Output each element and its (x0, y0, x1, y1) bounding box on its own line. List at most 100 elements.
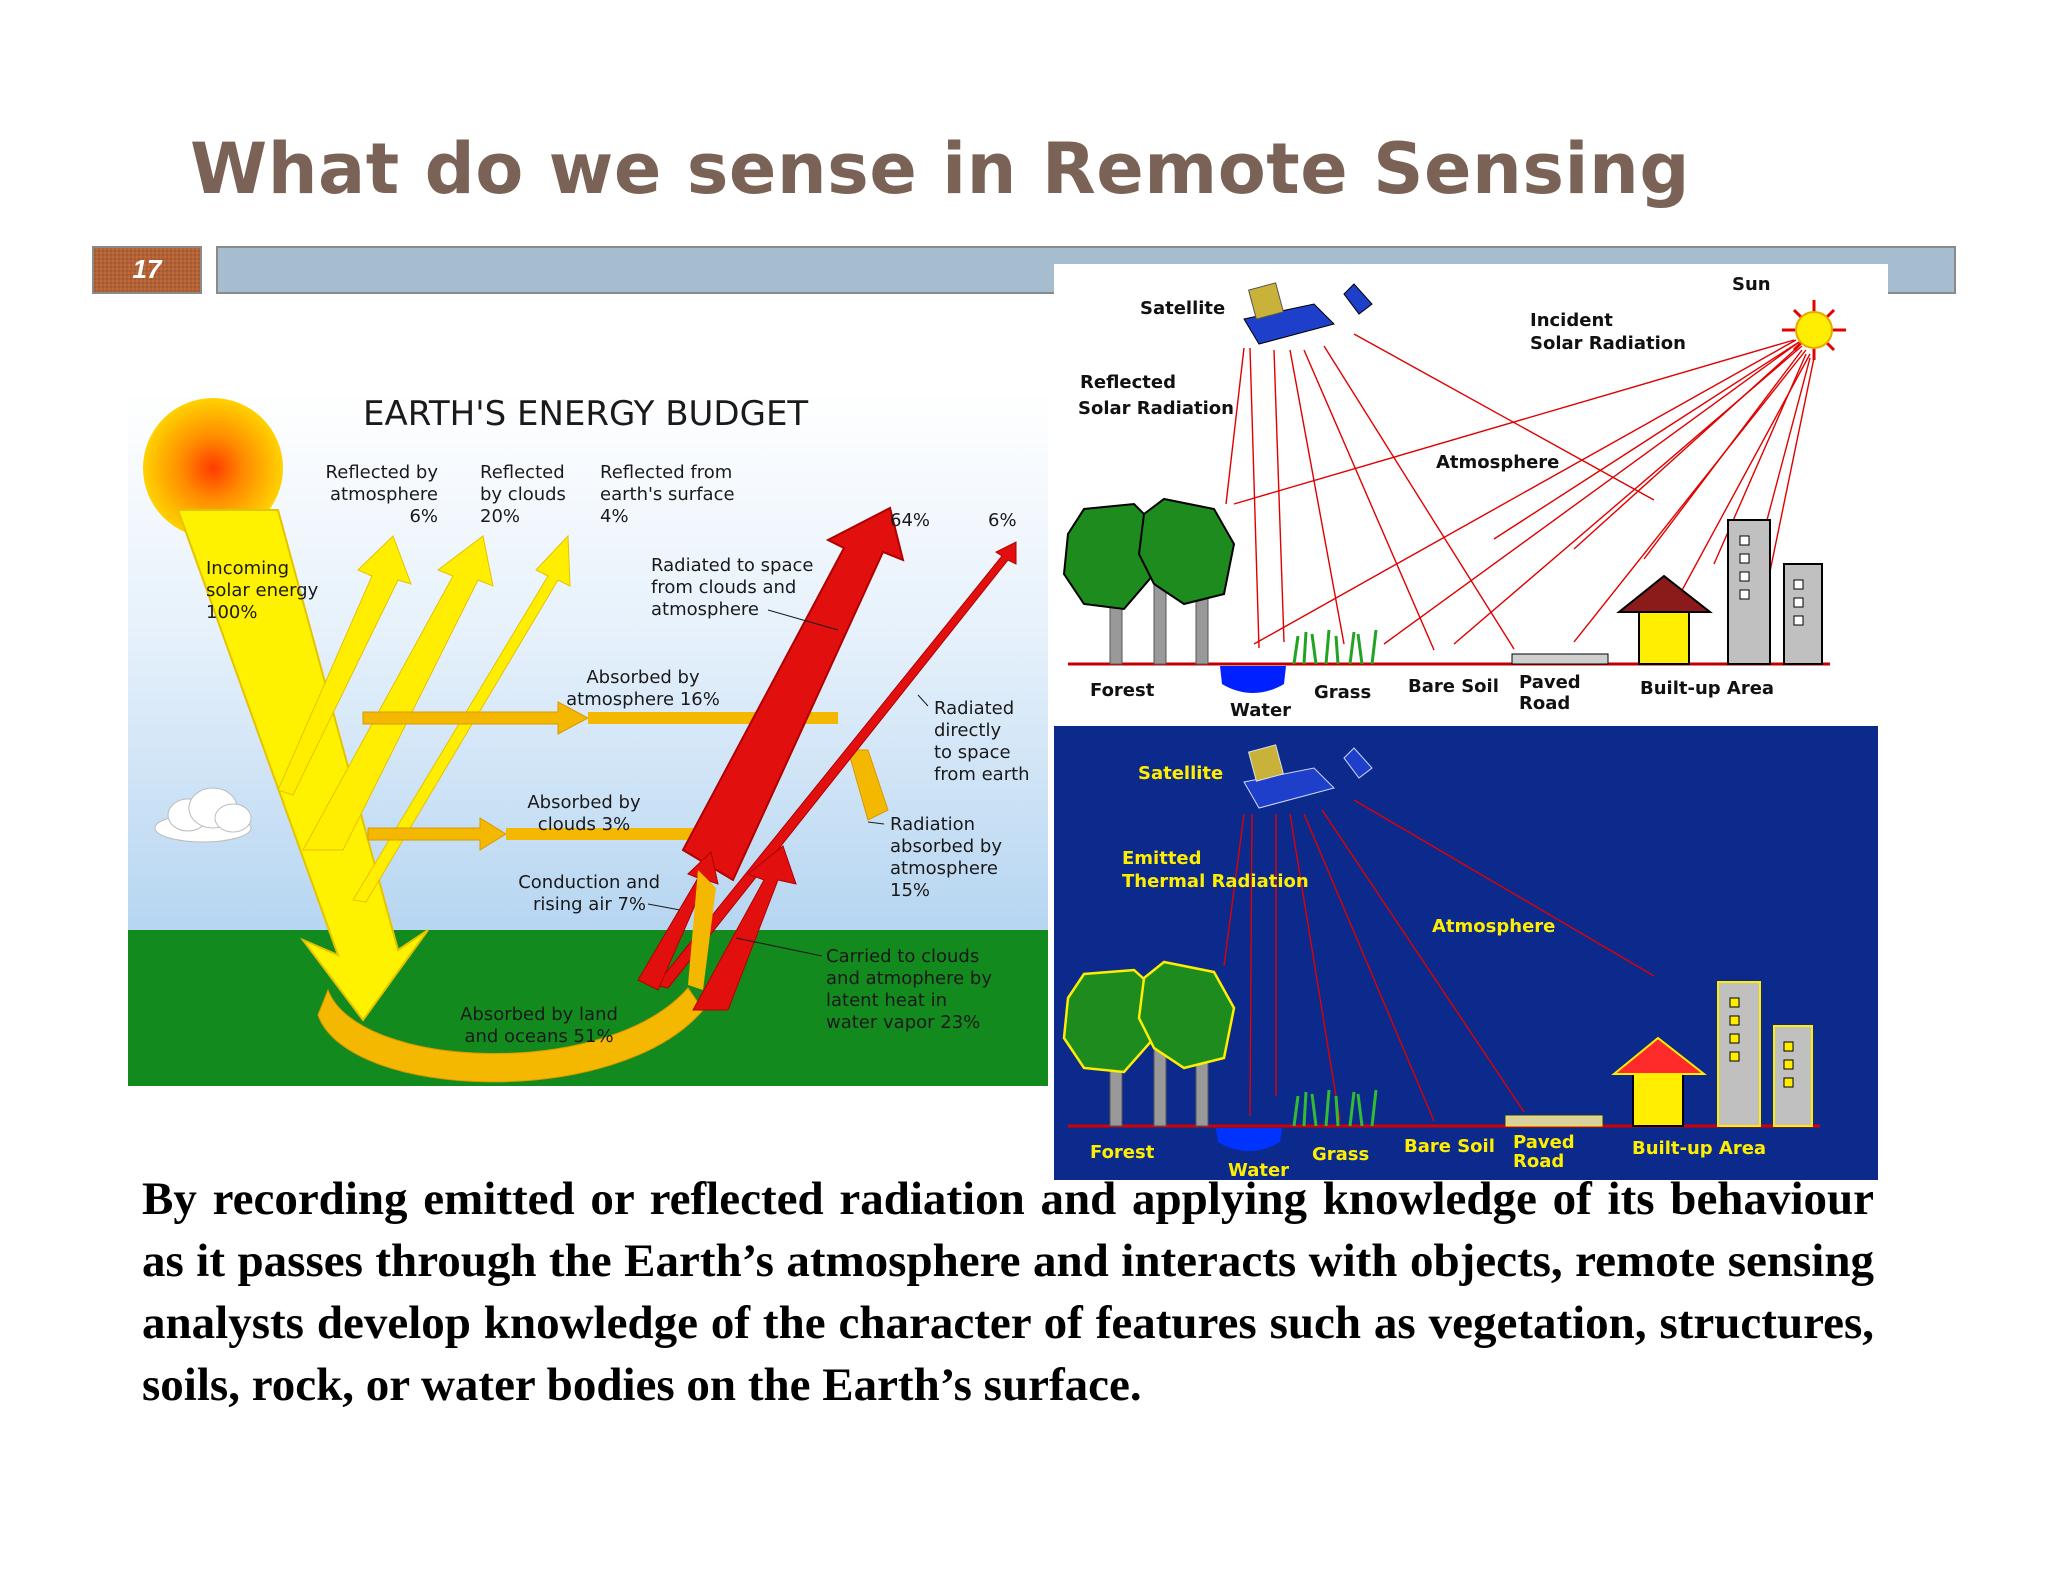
svg-text:100%: 100% (206, 602, 257, 623)
incoming-label: Incoming solar energy 100% (206, 558, 319, 623)
satellite-label: Satellite (1140, 298, 1225, 319)
house-icon (1611, 1036, 1707, 1127)
svg-text:Carried to clouds: Carried to clouds (826, 946, 979, 967)
sun-icon (143, 398, 283, 538)
svg-text:from clouds and: from clouds and (651, 577, 796, 598)
paved-road-label-2: Road (1519, 693, 1570, 714)
forest-icon (1062, 960, 1236, 1127)
reflected-rays (1225, 333, 1655, 651)
slide-number-badge: 17 (92, 246, 202, 294)
atmosphere-label: Atmosphere (1436, 452, 1559, 473)
bare-soil-label: Bare Soil (1408, 676, 1499, 697)
svg-text:rising air 7%: rising air 7% (533, 894, 646, 915)
pct-64-label: 64% (890, 510, 930, 531)
water-icon (1216, 1128, 1282, 1151)
cloud-icon (154, 787, 252, 843)
sun-label: Sun (1732, 274, 1771, 295)
bare-soil-label: Bare Soil (1404, 1136, 1495, 1157)
absorbed-clouds-arrow (367, 817, 507, 851)
reflected-radiation-diagram: Satellite Sun Incident Solar Radiation R… (1054, 264, 1888, 722)
energy-budget-title: EARTH'S ENERGY BUDGET (363, 394, 808, 434)
slide-title: What do we sense in Remote Sensing (190, 128, 1690, 210)
reflected-atm-arrow (277, 535, 412, 796)
svg-text:by clouds: by clouds (480, 484, 566, 505)
refl-surface-label: Reflected from earth's surface 4% (600, 462, 735, 527)
absorbed-land-label: Absorbed by land and oceans 51% (460, 1004, 618, 1047)
forest-icon (1062, 497, 1236, 665)
svg-text:clouds 3%: clouds 3% (538, 814, 630, 835)
builtup-label: Built-up Area (1632, 1138, 1766, 1159)
paved-road-label-1: Paved (1513, 1132, 1575, 1153)
sun-icon (1782, 300, 1846, 360)
svg-text:and atmophere by: and atmophere by (826, 968, 992, 989)
reflected-clouds-arrow (302, 535, 494, 851)
satellite-icon (1243, 282, 1373, 345)
grass-label: Grass (1314, 682, 1371, 703)
conduction-leader (647, 903, 681, 911)
grass-icon (1292, 629, 1378, 665)
emitted-label-2: Thermal Radiation (1122, 871, 1309, 892)
pct-6-label: 6% (988, 510, 1017, 531)
paved-road-label-2: Road (1513, 1151, 1564, 1172)
svg-text:solar energy: solar energy (206, 580, 319, 601)
svg-text:atmosphere: atmosphere (890, 858, 998, 879)
svg-text:latent heat in: latent heat in (826, 990, 947, 1011)
absorbed-atm-arrow (362, 701, 590, 735)
radiation-absorbed-label: Radiation absorbed by atmosphere 15% (890, 814, 1002, 901)
svg-text:15%: 15% (890, 880, 930, 901)
energy-budget-diagram: EARTH'S ENERGY BUDGET Incoming solar ene… (128, 390, 1048, 1086)
radiated-direct-label: Radiated directly to space from earth (934, 698, 1030, 785)
building-icon (1727, 519, 1823, 665)
house-icon (1616, 574, 1713, 665)
svg-text:atmosphere: atmosphere (330, 484, 438, 505)
reflected-surface-arrow (352, 534, 571, 903)
svg-text:Conduction and: Conduction and (518, 872, 660, 893)
svg-text:and oceans 51%: and oceans 51% (464, 1026, 613, 1047)
svg-text:absorbed by: absorbed by (890, 836, 1002, 857)
svg-text:water vapor 23%: water vapor 23% (826, 1012, 980, 1033)
svg-text:atmosphere 16%: atmosphere 16% (566, 689, 720, 710)
absorbed-atm-label: Absorbed by atmosphere 16% (566, 667, 720, 710)
radiated-space-label: Radiated to space from clouds and atmosp… (651, 555, 813, 620)
refl-clouds-label: Reflected by clouds 20% (480, 462, 566, 527)
body-paragraph: By recording emitted or reflected radiat… (142, 1173, 1874, 1411)
reflected-label-1: Reflected (1080, 372, 1176, 393)
incident-label-1: Incident (1530, 310, 1613, 331)
svg-text:4%: 4% (600, 506, 629, 527)
satellite-label: Satellite (1138, 763, 1223, 784)
svg-text:Absorbed by land: Absorbed by land (460, 1004, 618, 1025)
forest-label: Forest (1090, 680, 1155, 701)
conduction-wedge (688, 870, 716, 990)
emitted-rays (1223, 799, 1655, 1122)
water-label: Water (1230, 700, 1291, 721)
carried-label: Carried to clouds and atmophere by laten… (826, 946, 992, 1033)
slide-number: 17 (132, 254, 162, 284)
svg-text:Radiated to space: Radiated to space (651, 555, 813, 576)
radiated-space-leader (767, 609, 839, 631)
grass-icon (1292, 1089, 1378, 1127)
svg-text:Incoming: Incoming (206, 558, 289, 579)
radiation-absorbed-wedge (847, 749, 889, 821)
water-label: Water (1228, 1160, 1289, 1180)
refl-atm-label: Reflected by atmosphere 6% (326, 462, 439, 527)
builtup-label: Built-up Area (1640, 678, 1774, 699)
svg-text:from earth: from earth (934, 764, 1030, 785)
absorbed-clouds-band (506, 828, 736, 840)
svg-text:Radiation: Radiation (890, 814, 975, 835)
svg-text:Absorbed by: Absorbed by (586, 667, 700, 688)
svg-text:Reflected from: Reflected from (600, 462, 732, 483)
building-icon (1717, 981, 1813, 1127)
carried-leader (735, 937, 823, 957)
paved-road-icon (1505, 1115, 1603, 1127)
svg-text:directly: directly (934, 720, 1001, 741)
svg-text:Absorbed by: Absorbed by (527, 792, 641, 813)
radiated-direct-leader (917, 694, 929, 707)
svg-text:to space: to space (934, 742, 1011, 763)
svg-text:20%: 20% (480, 506, 520, 527)
radiation-absorbed-leader (867, 821, 885, 825)
conduction-label: Conduction and rising air 7% (518, 872, 660, 915)
svg-text:Reflected: Reflected (480, 462, 565, 483)
paved-road-label-1: Paved (1519, 672, 1581, 693)
atmosphere-label: Atmosphere (1432, 916, 1555, 937)
water-icon (1220, 666, 1286, 693)
